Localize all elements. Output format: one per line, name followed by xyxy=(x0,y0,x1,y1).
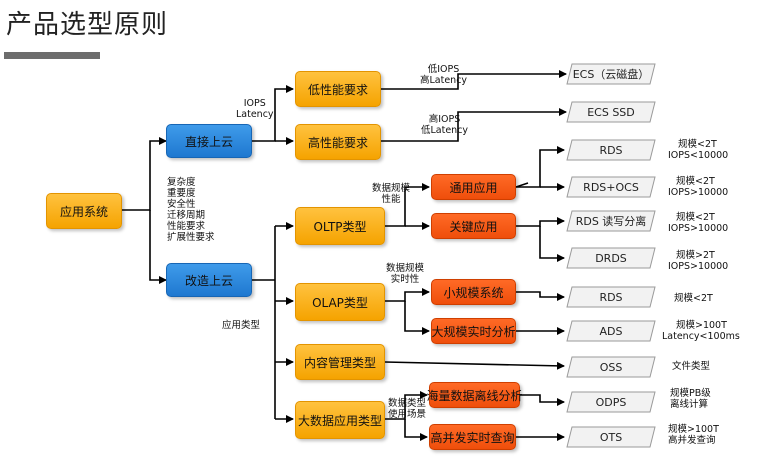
note-rds-olap: 规模<2T xyxy=(674,293,713,304)
page-title: 产品选型原则 xyxy=(6,10,169,40)
leaf-oss: OSS xyxy=(566,356,656,378)
node-key-app: 关键应用 xyxy=(431,213,516,239)
note-rds-line1: 规模<2T xyxy=(678,139,717,150)
node-content-management: 内容管理类型 xyxy=(295,344,385,380)
edge-label-bigdata-line2: 使用场景 xyxy=(388,409,427,420)
note-drds-line1: 规模>2T xyxy=(676,250,715,261)
node-big-data: 大数据应用类型 xyxy=(295,401,385,439)
leaf-rds-ocs: RDS+OCS xyxy=(566,176,656,198)
factor-item: 重要度 xyxy=(167,188,196,199)
note-oss: 文件类型 xyxy=(672,361,711,372)
edge-label-olap: 数据规模 实时性 xyxy=(386,263,424,285)
title-underline xyxy=(4,52,100,59)
note-ots: 规模>100T 高并发查询 xyxy=(668,424,719,446)
leaf-rds-read-write-split: RDS 读写分离 xyxy=(566,210,656,232)
note-drds-line2: IOPS>10000 xyxy=(668,261,729,272)
edge-label-olap-line2: 实时性 xyxy=(390,274,420,285)
note-odps-line1: 规模PB级 xyxy=(670,388,711,399)
node-high-performance: 高性能要求 xyxy=(295,124,381,160)
edge-label-low: 低IOPS 高Latency xyxy=(420,64,467,86)
note-ads: 规模>100T Latency<100ms xyxy=(662,320,740,342)
note-rds-rw-line2: IOPS>10000 xyxy=(668,223,729,234)
note-ots-line2: 高并发查询 xyxy=(668,435,716,446)
factor-item: 性能要求 xyxy=(167,221,206,232)
node-concurrent-query: 高并发实时查询 xyxy=(429,424,516,450)
factor-item: 扩展性要求 xyxy=(167,232,215,243)
edge-label-low-line1: 低IOPS xyxy=(427,64,460,75)
note-rds-ocs: 规模<2T IOPS>10000 xyxy=(668,176,728,198)
leaf-odps: ODPS xyxy=(566,391,656,413)
edge-label-factors: 复杂度 重要度 安全性 迁移周期 性能要求 扩展性要求 xyxy=(167,177,215,243)
edge-label-oltp-line1: 数据规模 xyxy=(372,183,411,194)
note-rds: 规模<2T IOPS<10000 xyxy=(668,139,728,161)
node-low-performance: 低性能要求 xyxy=(295,71,381,107)
edge-label-iops-line1: IOPS xyxy=(243,98,266,109)
edge-label-iops-line2: Latency xyxy=(236,109,274,120)
note-rds-rw-line1: 规模<2T xyxy=(676,212,715,223)
leaf-ots: OTS xyxy=(566,426,656,448)
factor-item: 复杂度 xyxy=(167,177,196,188)
node-oltp: OLTP类型 xyxy=(295,207,385,245)
leaf-ads: ADS xyxy=(566,320,656,342)
node-general-app: 通用应用 xyxy=(431,174,516,200)
edge-label-high-line2: 低Latency xyxy=(421,125,469,136)
leaf-drds: DRDS xyxy=(566,247,656,269)
node-refactor-cloud: 改造上云 xyxy=(166,263,252,297)
note-rds-ocs-line1: 规模<2T xyxy=(676,176,715,187)
node-large-realtime: 大规模实时分析 xyxy=(431,318,516,344)
edge-label-high-line1: 高IOPS xyxy=(428,114,461,125)
node-app-system: 应用系统 xyxy=(46,193,122,229)
note-odps-line2: 离线计算 xyxy=(670,399,709,410)
edge-label-high: 高IOPS 低Latency xyxy=(421,114,468,136)
factor-item: 迁移周期 xyxy=(167,210,206,221)
edge-label-low-line2: 高Latency xyxy=(420,75,468,86)
node-direct-cloud: 直接上云 xyxy=(166,124,252,158)
factor-item: 安全性 xyxy=(167,199,196,210)
edge-label-olap-line1: 数据规模 xyxy=(386,263,425,274)
edge-label-oltp-line2: 性能 xyxy=(381,194,401,205)
edge-label-oltp: 数据规模 性能 xyxy=(372,183,410,205)
node-offline-analysis: 海量数据离线分析 xyxy=(427,382,523,408)
note-rds-line2: IOPS<10000 xyxy=(668,150,729,161)
node-small-system: 小规模系统 xyxy=(431,279,516,305)
note-ads-line2: Latency<100ms xyxy=(662,331,740,342)
note-ots-line1: 规模>100T xyxy=(668,424,719,435)
node-olap: OLAP类型 xyxy=(295,283,385,321)
note-drds: 规模>2T IOPS>10000 xyxy=(668,250,728,272)
leaf-rds: RDS xyxy=(566,139,656,161)
note-odps: 规模PB级 离线计算 xyxy=(670,388,711,410)
edge-label-bigdata: 数据类型 使用场景 xyxy=(388,398,426,420)
edge-label-app-type: 应用类型 xyxy=(222,320,261,331)
leaf-rds-olap: RDS xyxy=(566,286,656,308)
leaf-ecs-cloud-disk: ECS（云磁盘） xyxy=(566,63,656,85)
edge-label-iops: IOPS Latency xyxy=(236,98,274,120)
note-ads-line1: 规模>100T xyxy=(676,320,727,331)
edge-label-bigdata-line1: 数据类型 xyxy=(388,398,427,409)
note-rds-rw: 规模<2T IOPS>10000 xyxy=(668,212,728,234)
note-rds-ocs-line2: IOPS>10000 xyxy=(668,187,729,198)
leaf-ecs-ssd: ECS SSD xyxy=(566,101,656,123)
